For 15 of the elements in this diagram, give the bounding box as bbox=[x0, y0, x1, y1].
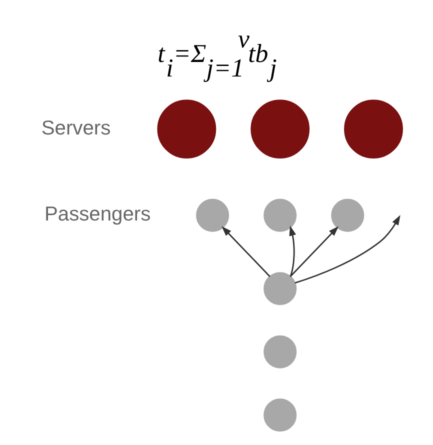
node-circle bbox=[250, 100, 310, 159]
arrow bbox=[290, 226, 339, 277]
label: Servers bbox=[41, 117, 111, 140]
node-circle bbox=[331, 198, 364, 232]
node-circle bbox=[196, 198, 230, 232]
node-circle bbox=[344, 100, 403, 159]
arrow bbox=[289, 226, 296, 277]
node-circle bbox=[264, 272, 297, 306]
arrow bbox=[222, 226, 270, 277]
node-circle bbox=[264, 198, 297, 232]
node-circle bbox=[157, 100, 216, 159]
arrow bbox=[294, 215, 400, 284]
label: Passengers bbox=[44, 204, 151, 226]
node-circle bbox=[264, 335, 297, 368]
node-circle bbox=[264, 398, 297, 432]
